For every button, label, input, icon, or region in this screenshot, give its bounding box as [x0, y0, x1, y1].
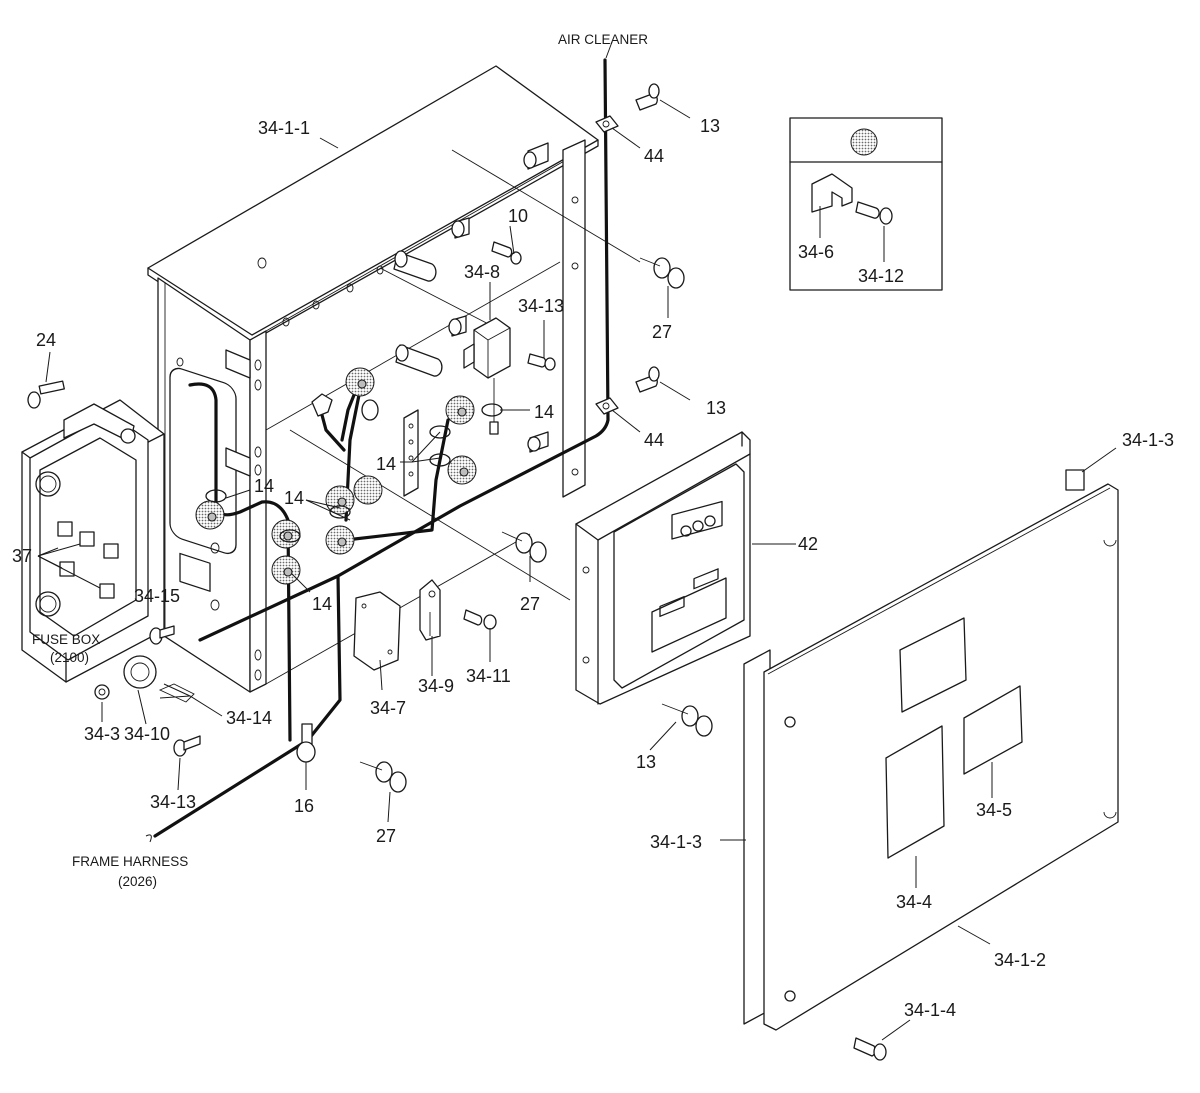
label-42: 42	[798, 534, 818, 554]
label-fuse-box-ref: (2100)	[50, 650, 89, 665]
label-13-mid: 13	[706, 398, 726, 418]
label-34-8: 34-8	[464, 262, 500, 282]
label-frame-harness: FRAME HARNESS	[72, 854, 188, 869]
label-14-relay: 14	[534, 402, 554, 422]
label-13-lower: 13	[636, 752, 656, 772]
label-34-1-3-side: 34-1-3	[650, 832, 702, 852]
label-27-mid: 27	[520, 594, 540, 614]
label-34-4: 34-4	[896, 892, 932, 912]
label-14-left: 14	[254, 476, 274, 496]
label-34-1-4: 34-1-4	[904, 1000, 956, 1020]
label-air-cleaner: AIR CLEANER	[558, 32, 648, 47]
label-37: 37	[12, 546, 32, 566]
label-14-lower: 14	[312, 594, 332, 614]
label-16: 16	[294, 796, 314, 816]
label-14-center: 14	[284, 488, 304, 508]
label-14-strip: 14	[376, 454, 396, 474]
label-34-7: 34-7	[370, 698, 406, 718]
label-34-6: 34-6	[798, 242, 834, 262]
grommets	[195, 367, 503, 585]
label-44-top: 44	[644, 146, 664, 166]
label-34-1-3-top: 34-1-3	[1122, 430, 1174, 450]
relay-34-8	[463, 317, 511, 435]
label-10: 10	[508, 206, 528, 226]
label-44-mid: 44	[644, 430, 664, 450]
fuse-box	[21, 380, 165, 683]
label-34-11: 34-11	[466, 666, 511, 686]
label-34-15: 34-15	[134, 586, 180, 606]
label-34-13-lower: 34-13	[150, 792, 196, 812]
callout-labels: AIR CLEANER FUSE BOX (2100) FRAME HARNES…	[12, 32, 1174, 1020]
label-34-1-1: 34-1-1	[258, 118, 310, 138]
label-34-3: 34-3	[84, 724, 120, 744]
leader-lines	[37, 41, 1117, 1041]
cover-panel	[743, 469, 1119, 1031]
label-27-upper: 27	[652, 322, 672, 342]
label-34-1-2: 34-1-2	[994, 950, 1046, 970]
wiring-harness	[153, 58, 610, 838]
electrical-box-body	[147, 65, 641, 693]
label-27-lower: 27	[376, 826, 396, 846]
label-34-13-upper: 34-13	[518, 296, 564, 316]
label-34-10: 34-10	[124, 724, 170, 744]
label-34-14: 34-14	[226, 708, 272, 728]
label-34-5: 34-5	[976, 800, 1012, 820]
label-frame-harness-ref: (2026)	[118, 874, 157, 889]
label-fuse-box: FUSE BOX	[32, 632, 100, 647]
label-13-top: 13	[700, 116, 720, 136]
label-24: 24	[36, 330, 56, 350]
fasteners	[94, 83, 887, 1061]
label-34-12: 34-12	[858, 266, 904, 286]
label-34-9: 34-9	[418, 676, 454, 696]
detail-inset	[789, 117, 943, 291]
controller-42	[575, 431, 751, 705]
